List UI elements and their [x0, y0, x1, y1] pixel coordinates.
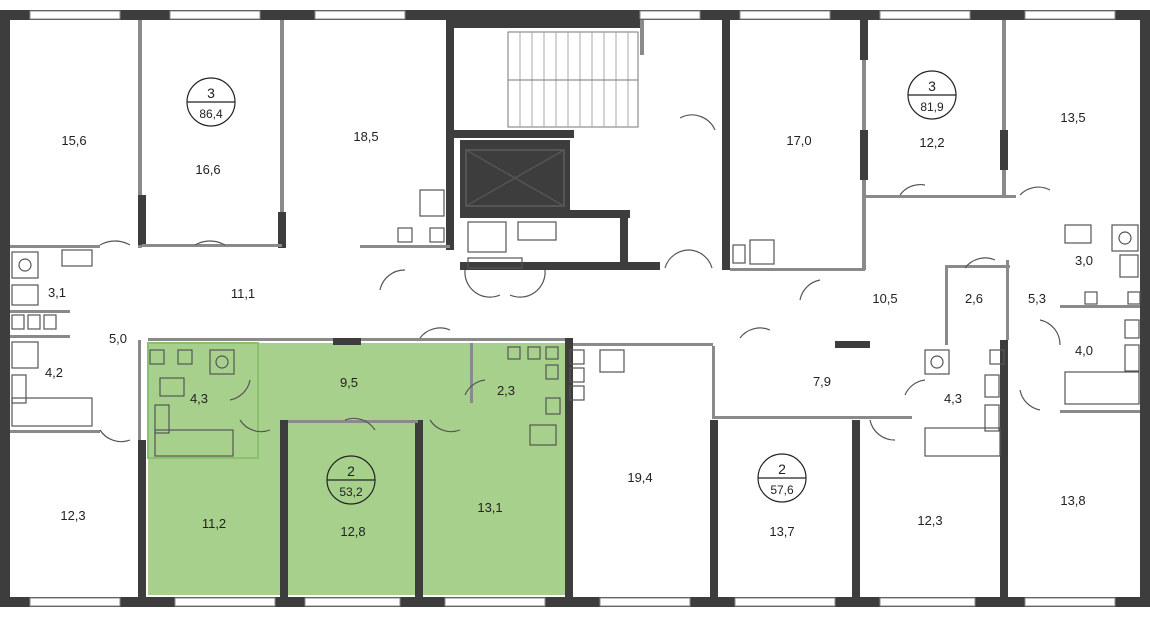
room-labels: 15,6 16,6 18,5 17,0 12,2 13,5 3,1 11,1 4…	[45, 110, 1093, 539]
windows-bottom	[29, 597, 1116, 607]
room-area-label: 13,8	[1060, 493, 1085, 508]
room-area-label: 13,5	[1060, 110, 1085, 125]
room-area-label: 4,3	[944, 391, 962, 406]
room-area-label: 5,0	[109, 331, 127, 346]
room-area-label: 12,8	[340, 524, 365, 539]
apartment-area: 86,4	[199, 107, 223, 121]
apartment-area: 53,2	[339, 485, 363, 499]
room-area-label: 4,0	[1075, 343, 1093, 358]
apartment-badge-apt-2-right[interactable]: 2 57,6	[757, 453, 807, 503]
apartment-rooms: 2	[778, 461, 786, 477]
room-area-label: 10,5	[872, 291, 897, 306]
room-area-label: 3,0	[1075, 253, 1093, 268]
apartment-area: 57,6	[770, 483, 794, 497]
room-area-label: 18,5	[353, 129, 378, 144]
highlighted-apartment[interactable]	[147, 342, 566, 595]
apartment-rooms: 2	[347, 463, 355, 479]
room-area-label: 4,3	[190, 391, 208, 406]
apartment-badge-apt-2-highlighted[interactable]: 2 53,2	[326, 455, 376, 505]
room-area-label: 9,5	[340, 375, 358, 390]
interior-walls	[10, 20, 1140, 597]
room-area-label: 5,3	[1028, 291, 1046, 306]
room-area-label: 12,2	[919, 135, 944, 150]
room-area-label: 2,3	[497, 383, 515, 398]
apartment-rooms: 3	[207, 85, 215, 101]
room-area-label: 2,6	[965, 291, 983, 306]
windows-top	[29, 10, 1116, 20]
room-area-label: 11,2	[202, 516, 226, 531]
room-area-label: 4,2	[45, 365, 63, 380]
room-area-label: 13,7	[769, 524, 794, 539]
room-area-label: 7,9	[813, 374, 831, 389]
apartment-rooms: 3	[928, 78, 936, 94]
outer-walls	[0, 10, 1150, 607]
apartment-badge-apt-3-right[interactable]: 3 81,9	[907, 70, 957, 120]
room-area-label: 12,3	[917, 513, 942, 528]
room-area-label: 16,6	[195, 162, 220, 177]
room-area-label: 12,3	[60, 508, 85, 523]
bathroom-highlight	[147, 342, 259, 459]
room-area-label: 17,0	[786, 133, 811, 148]
room-area-label: 3,1	[48, 285, 66, 300]
room-area-label: 11,1	[231, 286, 255, 301]
apartment-area: 81,9	[920, 100, 944, 114]
room-area-label: 13,1	[477, 500, 502, 515]
apartment-badge-apt-3-left[interactable]: 3 86,4	[186, 77, 236, 127]
room-area-label: 19,4	[627, 470, 652, 485]
doors	[99, 114, 1061, 443]
stair-steps	[507, 31, 639, 128]
fixtures	[11, 189, 1141, 457]
room-area-label: 15,6	[61, 133, 86, 148]
